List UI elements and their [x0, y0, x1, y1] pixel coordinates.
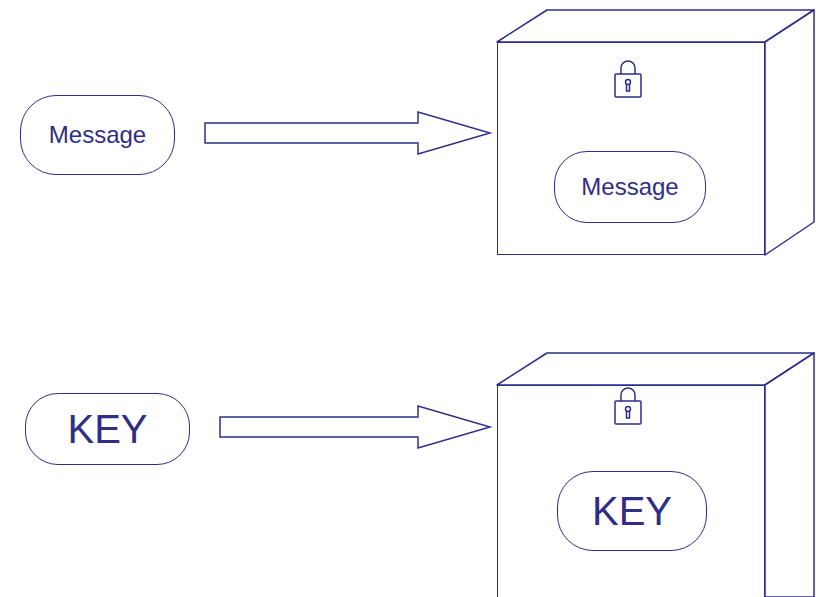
key-pill: KEY: [557, 471, 707, 551]
node-label: Message: [581, 175, 678, 199]
node-label: KEY: [67, 409, 147, 449]
node-label: KEY: [592, 491, 672, 531]
node-label: Message: [49, 123, 146, 147]
message-pill: Message: [554, 151, 706, 223]
locked-box: KEY: [497, 385, 765, 597]
key-pill: KEY: [25, 393, 190, 465]
box-top-face: [497, 353, 814, 385]
box-side-face: [765, 10, 814, 255]
block-arrow: [220, 406, 490, 448]
block-arrow: [205, 112, 490, 154]
padlock-icon: [615, 61, 641, 97]
message-pill: Message: [20, 95, 175, 175]
locked-box: Message: [497, 42, 765, 255]
box-top-face: [497, 10, 814, 42]
padlock-icon: [615, 388, 641, 424]
box-side-face: [765, 353, 814, 597]
